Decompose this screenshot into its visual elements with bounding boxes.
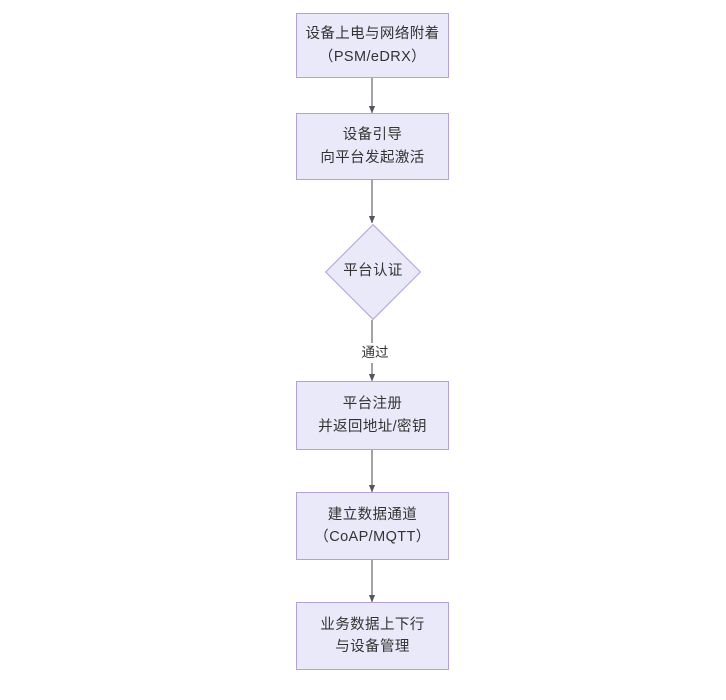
node-power-on[interactable]: 设备上电与网络附着 （PSM/eDRX） [296, 13, 449, 78]
node-platform-auth-decision[interactable]: 平台认证 [324, 223, 422, 320]
node-business-data[interactable]: 业务数据上下行 与设备管理 [296, 602, 449, 670]
node-platform-register[interactable]: 平台注册 并返回地址/密钥 [296, 381, 449, 450]
node-data-channel[interactable]: 建立数据通道 （CoAP/MQTT） [296, 492, 449, 560]
edge-label-pass: 通过 [352, 343, 398, 363]
node-data-channel-line-1: 建立数据通道 [327, 506, 418, 523]
node-power-on-line-1: 设备上电与网络附着 [305, 26, 440, 43]
node-bootstrap-line-2: 向平台发起激活 [320, 149, 425, 166]
node-bootstrap[interactable]: 设备引导 向平台发起激活 [296, 113, 449, 180]
node-business-data-line-1: 业务数据上下行 [320, 616, 425, 633]
node-data-channel-line-2: （CoAP/MQTT） [314, 529, 431, 545]
node-business-data-line-2: 与设备管理 [335, 639, 410, 655]
node-bootstrap-line-1: 设备引导 [342, 127, 403, 144]
node-platform-register-line-2: 并返回地址/密钥 [318, 418, 427, 435]
node-platform-register-line-1: 平台注册 [342, 396, 403, 413]
node-platform-auth-label: 平台认证 [343, 262, 403, 279]
node-power-on-line-2: （PSM/eDRX） [318, 48, 427, 65]
